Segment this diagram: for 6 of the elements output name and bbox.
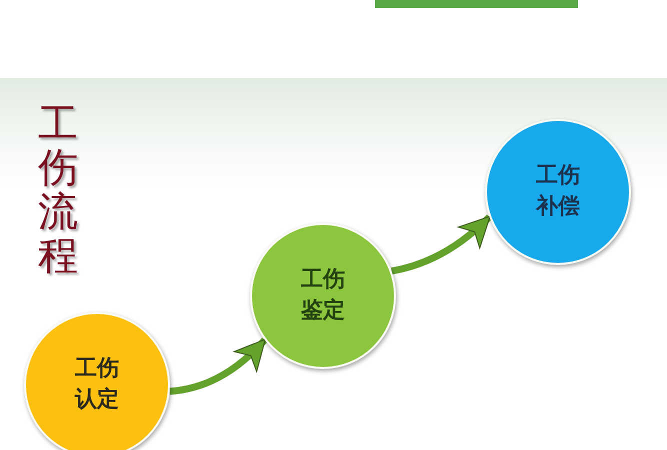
curved-arrow: [169, 338, 268, 395]
curved-arrow: [390, 214, 492, 274]
vertical-title: 工伤流程: [38, 102, 78, 278]
step-label: 工伤鉴定: [301, 266, 345, 325]
step-label: 工伤补偿: [536, 162, 580, 221]
step-label: 工伤认定: [75, 355, 119, 414]
